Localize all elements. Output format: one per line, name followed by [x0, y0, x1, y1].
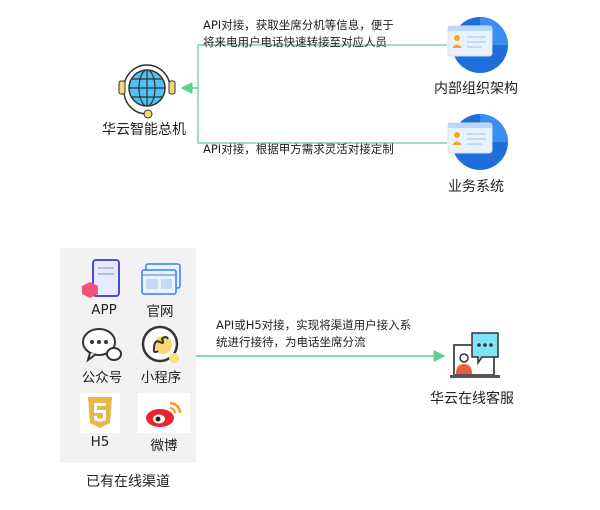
html5-tile — [80, 393, 120, 433]
id-card-icon — [447, 114, 508, 170]
note-bottom: API对接，根据甲方需求灵活对接定制 — [203, 142, 394, 156]
id-card-icon — [447, 17, 508, 73]
website-icon — [141, 263, 181, 295]
channel-label-h5: H5 — [90, 434, 110, 450]
globe-headset-icon — [118, 64, 176, 119]
channel-label-wechat: 公众号 — [81, 370, 123, 386]
system-label-business: 业务系统 — [448, 179, 504, 195]
channel-label-app: APP — [91, 302, 117, 318]
weibo-tile — [138, 393, 190, 433]
online-agent-icon — [450, 332, 500, 378]
mini-program-icon — [141, 325, 179, 363]
wechat-icon — [82, 328, 122, 363]
note-channels: API或H5对接，实现将渠道用户接入系 统进行接待，为电话坐席分流 — [216, 317, 411, 351]
note-top-line1: API对接，获取坐席分机等信息，便于 — [203, 18, 394, 32]
note-top-line2: 将来电用户电话快速转接至对应人员 — [203, 35, 387, 49]
channel-label-weibo: 微博 — [150, 438, 178, 454]
note-channels-line2: 统进行接待，为电话坐席分流 — [216, 335, 366, 349]
service-label: 华云在线客服 — [430, 391, 514, 407]
connector-top — [197, 44, 447, 144]
system-label-org: 内部组织架构 — [434, 81, 518, 97]
hub-label: 华云智能总机 — [102, 122, 186, 138]
html5-icon — [88, 397, 112, 428]
mobile-app-icon — [82, 259, 120, 298]
weibo-icon — [146, 401, 182, 427]
note-top: API对接，获取坐席分机等信息，便于 将来电用户电话快速转接至对应人员 — [203, 17, 394, 51]
channel-label-website: 官网 — [146, 304, 174, 320]
panel-label: 已有在线渠道 — [86, 474, 170, 490]
note-channels-line1: API或H5对接，实现将渠道用户接入系 — [216, 318, 412, 332]
channel-label-mini-program: 小程序 — [140, 370, 182, 386]
